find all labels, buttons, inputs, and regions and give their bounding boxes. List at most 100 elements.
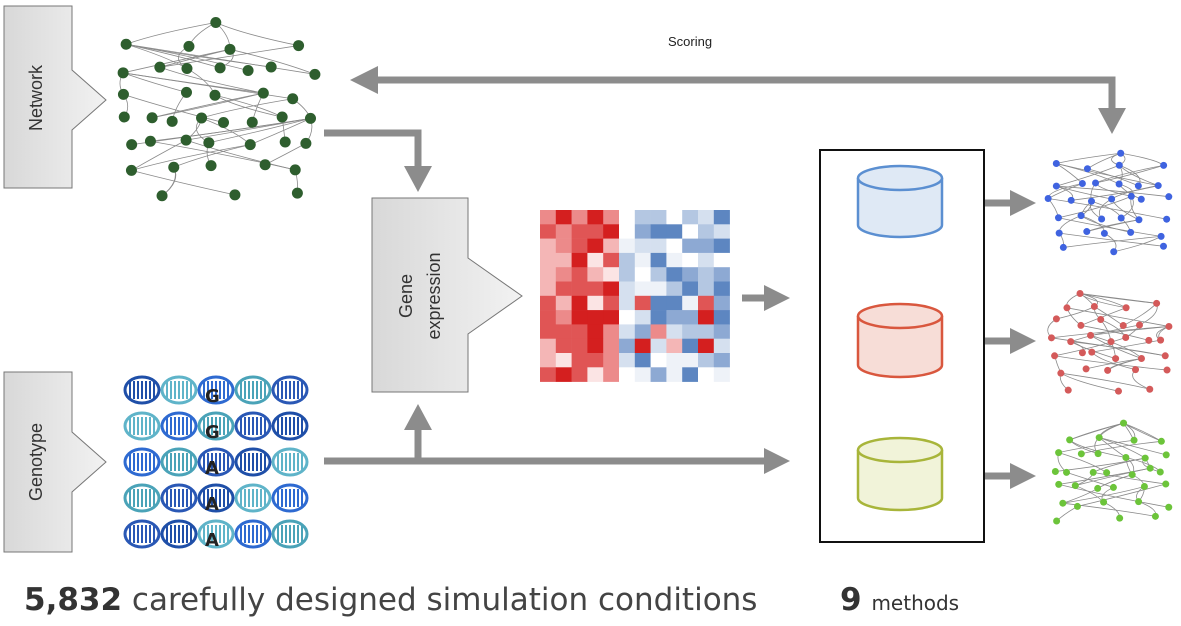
network-node xyxy=(291,187,303,199)
network-edge xyxy=(1058,439,1135,454)
network-edge xyxy=(1048,198,1167,220)
network-edge xyxy=(159,45,299,68)
heatmap-cell xyxy=(682,238,699,254)
heatmap-cell xyxy=(555,238,572,254)
network-node xyxy=(1117,149,1125,157)
heatmap-cell xyxy=(634,324,651,339)
dna-helix xyxy=(271,375,309,405)
network-edge xyxy=(229,48,316,75)
network-node xyxy=(1083,228,1091,236)
network-node xyxy=(304,112,316,124)
network-node xyxy=(1108,195,1116,203)
network-edge xyxy=(1077,483,1166,507)
methods-count: 9 xyxy=(840,582,862,618)
network-edge xyxy=(1056,306,1095,320)
genotype-label: Genotype xyxy=(26,422,46,502)
heatmap-cell xyxy=(540,367,557,382)
dna-helix xyxy=(197,483,235,513)
heatmap-cell xyxy=(634,238,651,254)
network-edge xyxy=(1120,152,1164,166)
network-label: Network xyxy=(26,65,46,132)
network-edge xyxy=(1054,337,1126,357)
genotype-dna-grid xyxy=(123,375,309,549)
network-edge xyxy=(1090,335,1142,359)
heatmap-cell xyxy=(571,353,588,368)
network-node xyxy=(1137,195,1145,203)
heatmap-cell xyxy=(555,210,572,225)
network-node xyxy=(1165,322,1173,330)
heatmap-cell xyxy=(540,338,557,354)
dna-helix xyxy=(234,483,272,513)
heatmap-cell xyxy=(555,324,572,339)
dna-helix-outline xyxy=(123,447,161,477)
heatmap-cell xyxy=(650,324,667,339)
network-node xyxy=(1163,215,1171,223)
heatmap-cell xyxy=(634,252,651,268)
network-node xyxy=(1098,215,1106,223)
network-node xyxy=(1051,468,1059,476)
dna-helix-outline xyxy=(234,447,272,477)
heatmap-cell xyxy=(571,338,588,354)
network-edge xyxy=(1080,325,1149,341)
method-cylinder-green xyxy=(856,436,944,512)
network-node xyxy=(1077,450,1085,458)
heatmap-cell xyxy=(571,210,588,225)
heatmap-cell xyxy=(650,210,667,225)
heatmap-cell xyxy=(698,310,715,325)
heatmap-cell xyxy=(540,238,557,254)
network-node xyxy=(1122,453,1130,461)
network-node xyxy=(1095,434,1103,442)
network-edge xyxy=(1098,422,1124,438)
network-edge xyxy=(1059,232,1164,247)
network-node xyxy=(117,88,129,100)
network-node xyxy=(125,164,137,176)
network-node xyxy=(293,40,305,52)
network-node xyxy=(1064,386,1072,394)
dna-helix-outline xyxy=(234,483,272,513)
heatmap-cell xyxy=(603,353,620,368)
network-node xyxy=(1087,197,1095,205)
network-node xyxy=(1120,419,1128,427)
gene-expression-box-arrow xyxy=(371,197,523,393)
network-node xyxy=(1146,464,1154,472)
heatmap-cell xyxy=(540,210,557,225)
network-node xyxy=(126,139,138,151)
network-node xyxy=(279,136,291,148)
heatmap-cell xyxy=(540,295,557,311)
network-nodes xyxy=(117,16,321,202)
genotype-expression-arrowhead xyxy=(404,404,432,430)
heatmap-cell xyxy=(587,367,604,382)
heatmap-cell xyxy=(666,310,683,325)
heatmap-cell xyxy=(650,310,667,325)
network-node xyxy=(1159,242,1167,250)
network-edge xyxy=(1090,335,1142,359)
network-edge xyxy=(1066,307,1169,327)
inferred-network-green xyxy=(1051,419,1173,525)
heatmap-cell xyxy=(555,338,572,354)
network-node xyxy=(144,135,156,147)
network-node xyxy=(214,62,226,74)
dna-helix xyxy=(197,519,235,549)
heatmap-cell xyxy=(603,224,620,239)
network-node xyxy=(1134,182,1142,190)
heatmap-cell xyxy=(682,367,699,382)
dna-helix-outline xyxy=(160,411,198,441)
network-node xyxy=(1130,436,1138,444)
network-node xyxy=(1115,161,1123,169)
heatmap-cell xyxy=(619,252,636,268)
network-edges xyxy=(119,22,316,197)
heatmap-cell xyxy=(555,367,572,382)
heatmap-cell xyxy=(698,295,715,311)
network-edge xyxy=(150,140,296,171)
network-node xyxy=(1137,354,1145,362)
dna-helix-outline xyxy=(234,519,272,549)
dna-helix-outline xyxy=(197,447,235,477)
network-node xyxy=(242,64,254,76)
heatmap-cell xyxy=(587,224,604,239)
network-node xyxy=(1100,229,1108,237)
network-node xyxy=(1059,499,1067,507)
network-node xyxy=(276,111,288,123)
network-node xyxy=(1055,480,1063,488)
dna-helix-outline xyxy=(197,411,235,441)
heatmap-cell xyxy=(666,367,683,382)
